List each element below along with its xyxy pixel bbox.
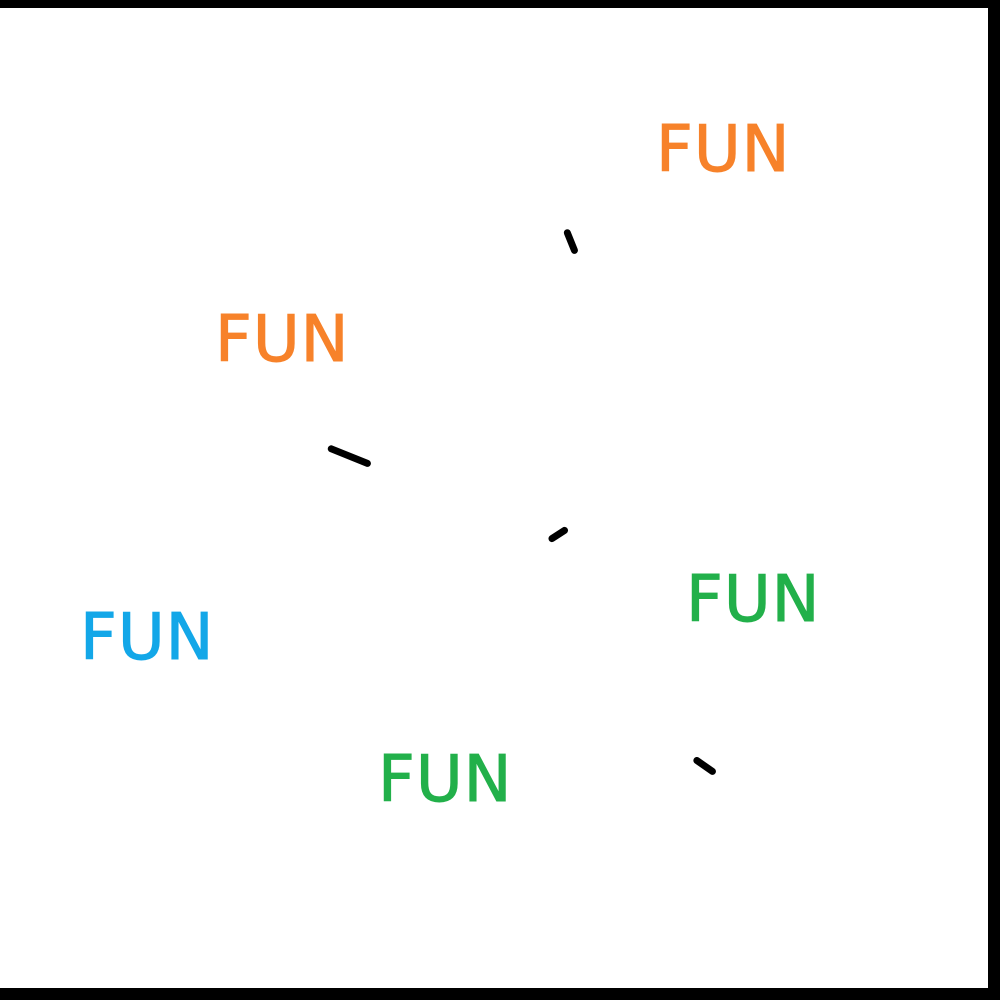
fun-word-upper-left: FUN <box>215 303 350 377</box>
dash-mark-2 <box>326 444 372 468</box>
dash-mark-1 <box>562 228 579 255</box>
dash-mark-3 <box>547 525 570 544</box>
fun-word-right: FUN <box>686 563 821 637</box>
dash-mark-4 <box>691 755 718 777</box>
fun-word-bottom: FUN <box>378 743 513 817</box>
fun-word-left: FUN <box>80 601 215 675</box>
white-panel: FUN FUN FUN FUN FUN <box>0 8 988 988</box>
fun-word-top-right: FUN <box>656 113 791 187</box>
